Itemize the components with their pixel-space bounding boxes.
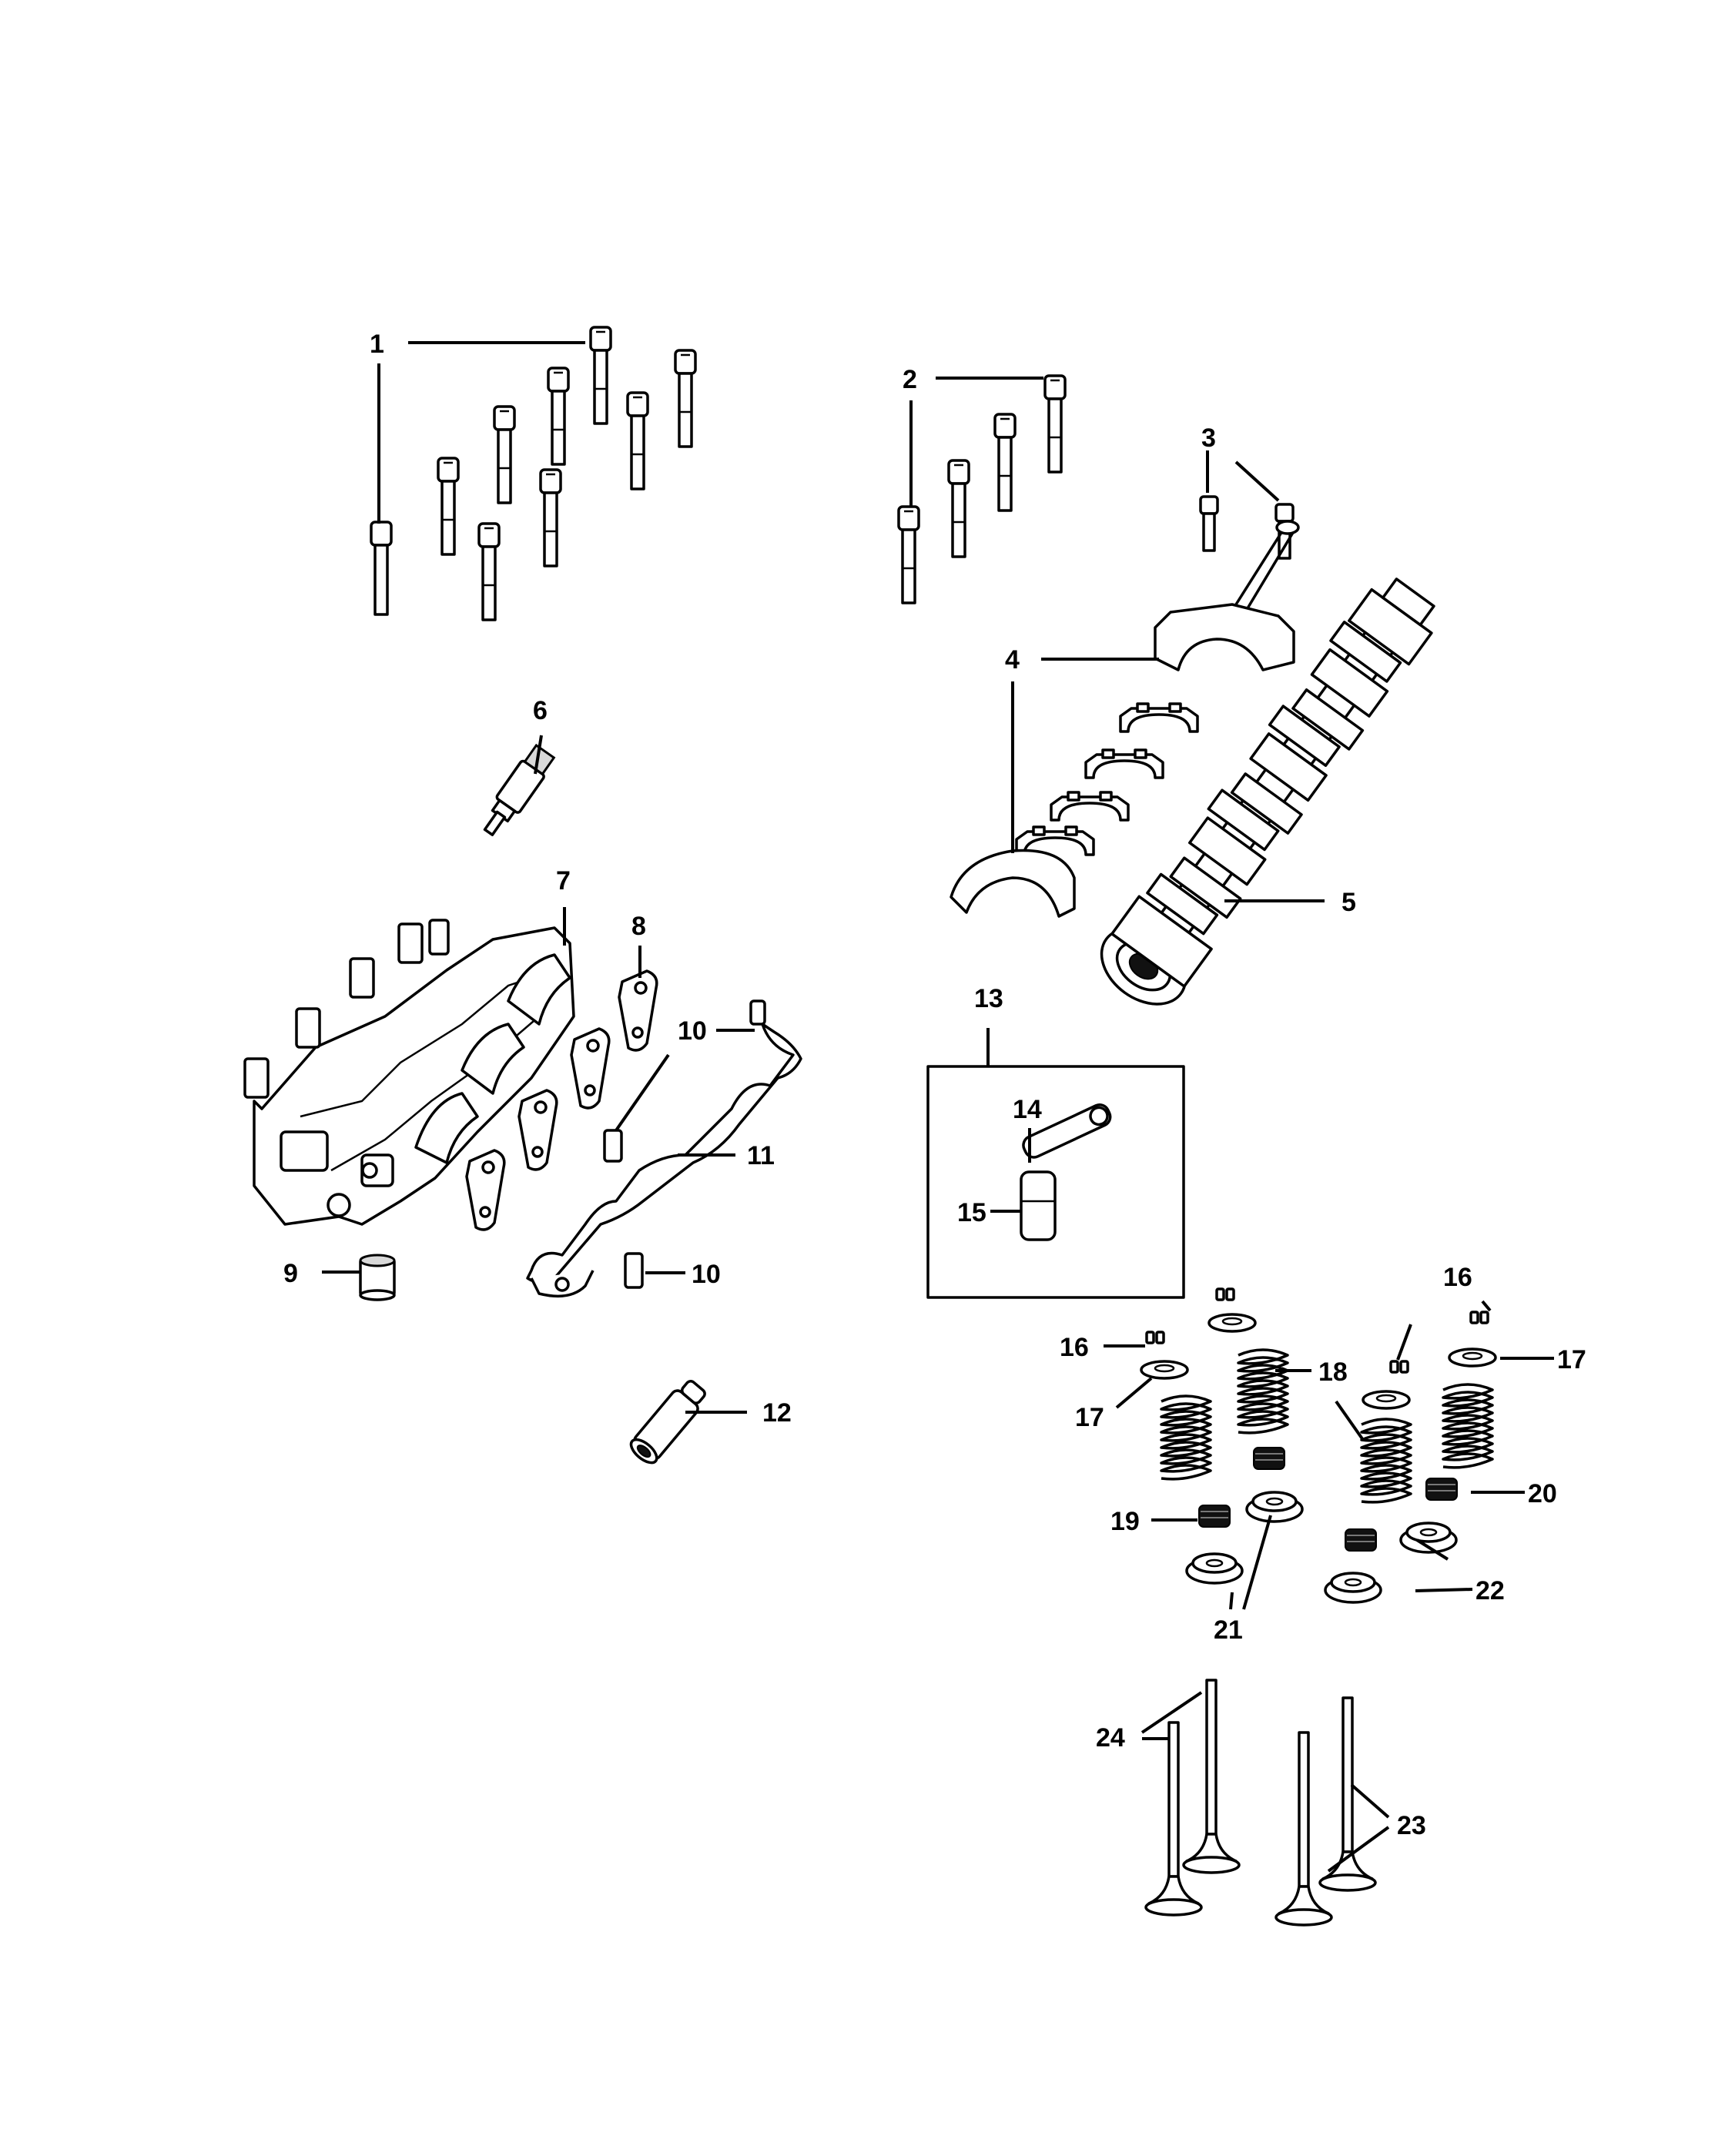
callout-13: 13 xyxy=(974,984,1003,1013)
callout-16-left: 16 xyxy=(1060,1333,1089,1362)
callout-17-left: 17 xyxy=(1075,1403,1104,1432)
callout-23: 23 xyxy=(1397,1811,1426,1840)
callout-7: 7 xyxy=(556,866,571,896)
rocker-shaft-assembly xyxy=(243,919,575,1226)
spark-plug-tube xyxy=(629,1380,706,1465)
callout-10-upper: 10 xyxy=(678,1016,707,1046)
callout-12: 12 xyxy=(762,1398,792,1428)
hydraulic-lash-adjuster xyxy=(1020,1170,1057,1241)
valves-group xyxy=(1144,1679,1377,1927)
callout-9: 9 xyxy=(283,1259,298,1288)
callout-22: 22 xyxy=(1475,1576,1505,1605)
callout-5: 5 xyxy=(1341,888,1356,917)
callout-2: 2 xyxy=(903,365,917,394)
sensor-part xyxy=(483,743,556,836)
cam-housing-gasket xyxy=(526,1023,802,1298)
head-bolts-group xyxy=(370,326,697,621)
callout-16-right: 16 xyxy=(1443,1263,1472,1292)
camshaft-bearing-caps xyxy=(950,520,1300,918)
rocker-kit-box xyxy=(926,1028,1185,1299)
callout-19: 19 xyxy=(1110,1507,1140,1536)
callout-6: 6 xyxy=(533,696,548,725)
roller-rocker-arm xyxy=(1022,1103,1112,1159)
callout-8: 8 xyxy=(631,912,646,941)
callout-24: 24 xyxy=(1096,1723,1125,1753)
callout-14: 14 xyxy=(1013,1095,1042,1124)
leader-lines xyxy=(322,341,1554,1873)
callout-10-lower: 10 xyxy=(692,1260,721,1289)
callout-20: 20 xyxy=(1528,1479,1557,1508)
lash-adjuster xyxy=(359,1254,396,1301)
callout-4-upper: 4 xyxy=(1005,645,1020,675)
callout-3: 3 xyxy=(1201,424,1216,453)
callout-17-right: 17 xyxy=(1557,1345,1586,1374)
dowel-pins xyxy=(603,999,766,1289)
callout-11: 11 xyxy=(747,1141,775,1170)
callout-15: 15 xyxy=(957,1198,986,1227)
callout-18: 18 xyxy=(1318,1358,1348,1387)
camshaft xyxy=(1100,578,1435,1006)
callout-1: 1 xyxy=(370,330,384,359)
callout-labels: 1 2 3 4 5 6 7 8 9 10 10 11 12 13 14 15 1… xyxy=(283,330,1586,1840)
callout-21: 21 xyxy=(1214,1615,1243,1645)
cam-cap-bolts-group xyxy=(897,374,1067,604)
